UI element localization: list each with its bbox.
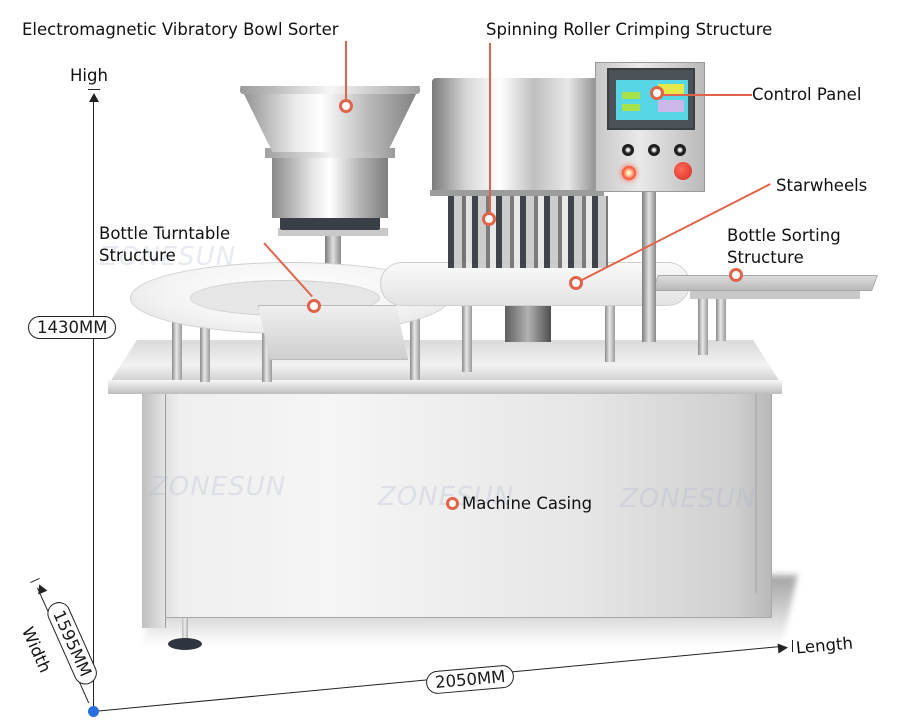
table-top-edge — [108, 380, 782, 394]
arrow-right-icon — [777, 642, 789, 654]
dimension-height-line — [93, 100, 95, 712]
callout-marker-icon — [729, 268, 743, 282]
callout-marker-icon — [569, 276, 583, 290]
touchscreen-purple-panel — [658, 100, 684, 112]
touchscreen-green-button — [622, 104, 640, 111]
rotary-knob-icon — [674, 144, 686, 156]
support-pillar — [200, 310, 210, 382]
leveling-foot-stem — [182, 618, 188, 640]
power-indicator-lamp — [622, 166, 636, 180]
vibratory-bowl — [240, 86, 420, 152]
control-panel-post — [642, 192, 656, 342]
dimension-height-axis-label: High — [70, 66, 108, 85]
support-pillar — [172, 300, 182, 380]
support-pillar — [410, 300, 420, 380]
arrow-up-icon — [89, 93, 99, 102]
callout-marker-icon — [482, 212, 496, 226]
dimension-length-value: 2050MM — [425, 664, 516, 695]
callout-control-panel-label: Control Panel — [752, 85, 862, 104]
callout-leader-line — [489, 43, 491, 215]
callout-casing-label: Machine Casing — [462, 494, 593, 513]
dimension-tick — [792, 640, 794, 652]
support-pillar — [698, 295, 708, 355]
touchscreen-green-button — [622, 92, 640, 99]
callout-starwheels-label: Starwheels — [776, 176, 868, 195]
bottle-sorting-rail-lower — [690, 291, 860, 299]
bottle-sorting-rail — [652, 275, 878, 291]
bottle-chute-tray — [258, 305, 408, 360]
bowl-rim — [240, 86, 420, 94]
touchscreen-yellow-panel — [658, 84, 684, 96]
arrow-up-icon — [34, 582, 48, 595]
dimension-tick — [88, 89, 100, 91]
brand-watermark: ZONESUN — [100, 242, 237, 272]
callout-bowl-sorter-label: Electromagnetic Vibratory Bowl Sorter — [22, 20, 339, 39]
rotary-knob-icon — [648, 144, 660, 156]
callout-sorting-label-line2: Structure — [727, 248, 804, 267]
callout-marker-icon — [446, 497, 459, 510]
brand-watermark: ZONESUN — [150, 472, 287, 502]
callout-leader-line — [345, 41, 347, 103]
casing-panel-seam — [755, 393, 757, 593]
callout-marker-icon — [339, 99, 353, 113]
brand-watermark: ZONESUN — [378, 482, 515, 512]
callout-marker-icon — [307, 299, 321, 313]
callout-crimping-label: Spinning Roller Crimping Structure — [486, 20, 773, 39]
emergency-stop-button — [674, 162, 692, 180]
crimping-center-column — [505, 300, 551, 342]
rotary-knob-icon — [622, 144, 634, 156]
support-pillar — [605, 300, 615, 362]
callout-sorting-label-line1: Bottle Sorting — [727, 226, 841, 245]
table-top — [110, 340, 780, 382]
dimension-tick — [30, 578, 40, 584]
dimension-origin-icon — [88, 706, 99, 717]
dimension-height-value: 1430MM — [28, 316, 117, 339]
crimping-drum-cover — [432, 78, 602, 196]
casing-side-panel — [142, 393, 166, 628]
callout-leader-line — [662, 94, 752, 96]
bowl-ring — [265, 148, 395, 158]
bowl-drum — [272, 156, 388, 218]
bowl-vibrator-base — [280, 216, 380, 230]
crimping-drum-band — [430, 190, 604, 196]
leveling-foot-front-left — [168, 638, 202, 650]
support-pillar — [716, 295, 726, 341]
callout-turntable-label-line2: Structure — [99, 246, 176, 265]
crimping-heads — [448, 196, 608, 268]
support-pillar — [262, 320, 272, 382]
dimension-width-axis-label: Width — [17, 624, 55, 676]
callout-marker-icon — [650, 86, 664, 100]
dimension-length-axis-label: Length — [795, 633, 854, 658]
brand-watermark: ZONESUN — [620, 484, 757, 514]
bowl-mount-plate — [278, 228, 388, 236]
callout-turntable-label-line1: Bottle Turntable — [99, 224, 231, 243]
